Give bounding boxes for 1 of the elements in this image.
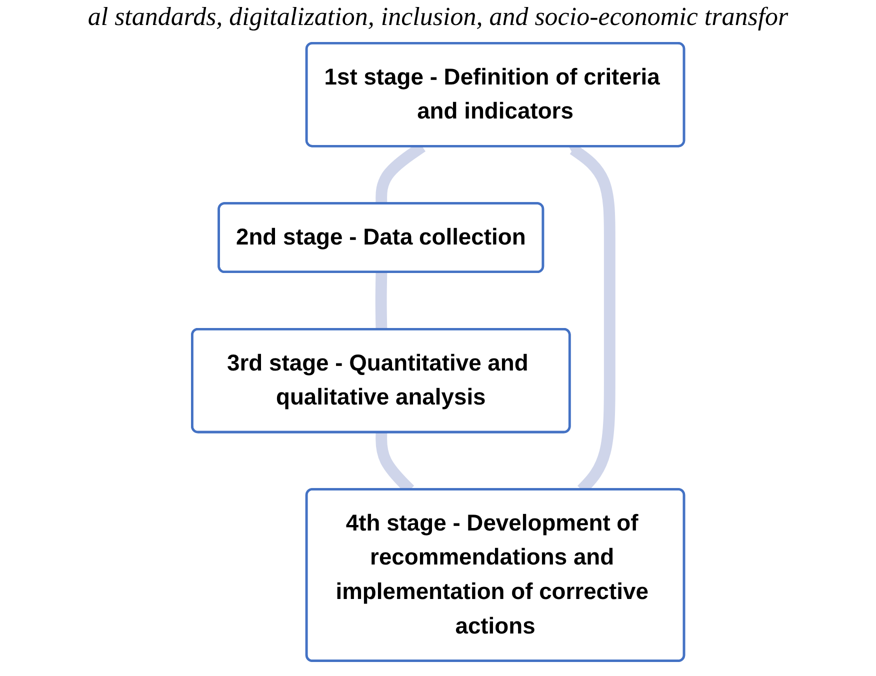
cut-off-text-line: al standards, digitalization, inclusion, and socio-economic transfor [88, 2, 788, 31]
